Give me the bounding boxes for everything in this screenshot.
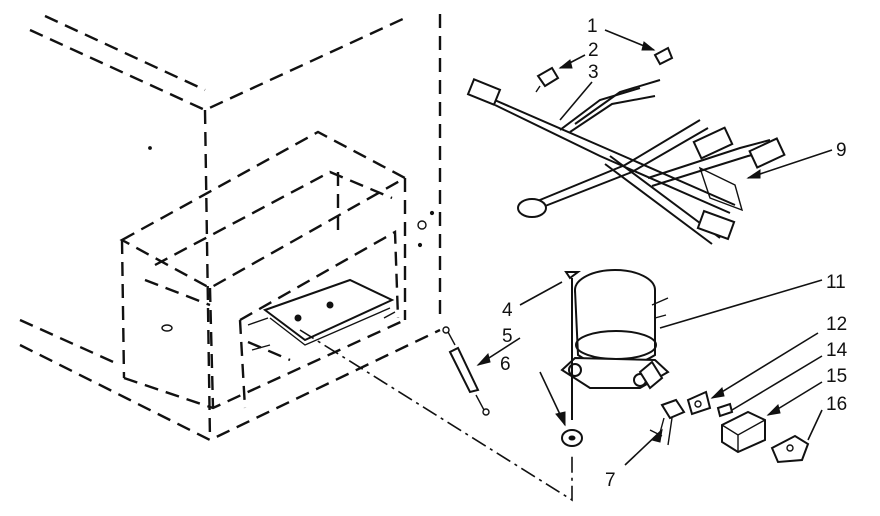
callout-2: 2: [588, 40, 599, 61]
callout-9: 9: [836, 140, 847, 161]
callout-15: 15: [826, 366, 847, 387]
part-2-connector: [535, 66, 560, 93]
callout-12: 12: [826, 314, 847, 335]
part-6-grommet: [561, 429, 583, 447]
screw-detail: [148, 146, 435, 248]
wiring-harness: [466, 78, 786, 245]
leader-lines: [476, 29, 833, 466]
part-12-overload: [686, 390, 712, 416]
compressor: [560, 269, 670, 390]
part-5-drier: [442, 326, 490, 416]
callout-6: 6: [500, 354, 511, 375]
cabinet-outline: [19, 14, 442, 442]
callout-5: 5: [502, 326, 513, 347]
assembly-line: [299, 329, 573, 502]
part-7-relay: [649, 398, 686, 446]
callout-4: 4: [502, 300, 513, 321]
compressor-mounting-rail: [247, 278, 396, 351]
machine-compartment: [119, 130, 408, 410]
part-14-clip: [716, 402, 734, 418]
callout-1: 1: [587, 16, 598, 37]
callout-14: 14: [826, 340, 848, 361]
part-16-clamp: [770, 434, 810, 464]
part-15-cover: [721, 410, 766, 454]
callout-11: 11: [826, 272, 846, 293]
callout-7: 7: [605, 470, 616, 491]
callout-labels: 1 2 3 9 11 4 5 12 6 14 15 16 7: [500, 16, 848, 491]
part-4-bracket: [564, 271, 581, 420]
callout-3: 3: [588, 62, 599, 83]
callout-16: 16: [826, 394, 847, 415]
part-1-bulb: [653, 46, 674, 66]
